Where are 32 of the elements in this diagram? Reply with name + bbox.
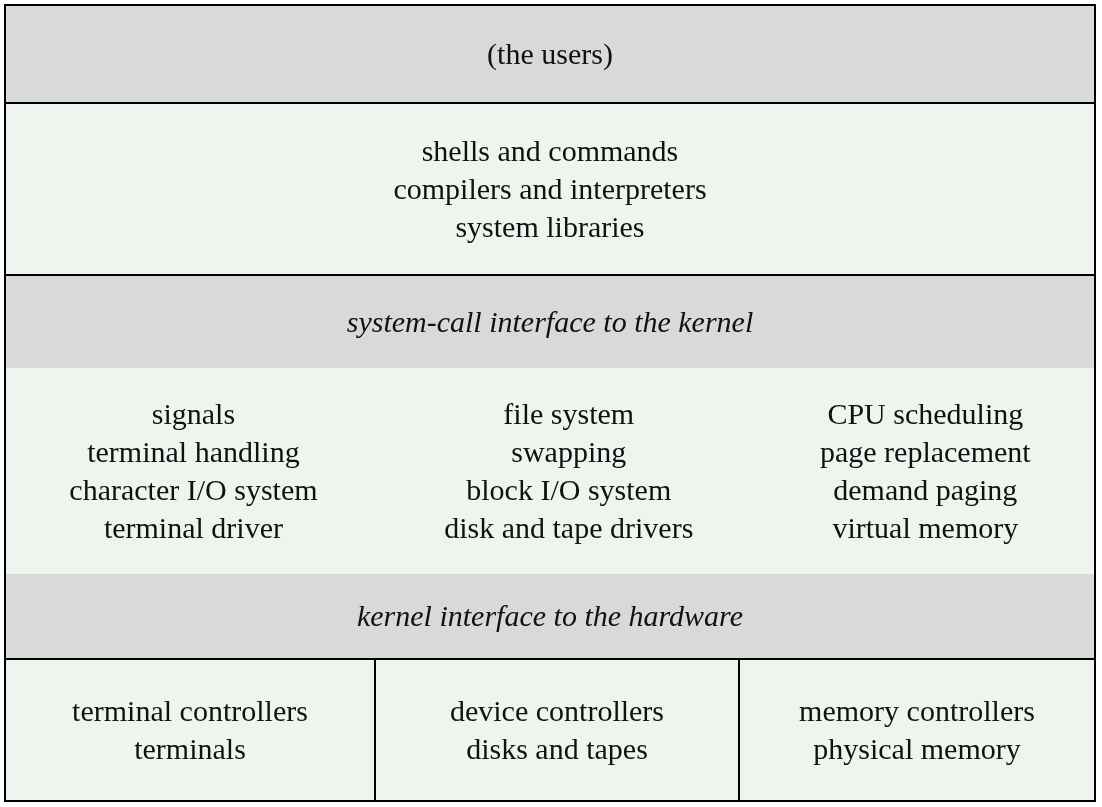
list-item: character I/O system (69, 472, 318, 508)
kernel-band (6, 368, 1094, 574)
list-item: terminal driver (103, 510, 283, 546)
list-item: virtual memory (832, 510, 1019, 546)
list-item: terminal controllers (72, 693, 308, 729)
list-item: block I/O system (466, 472, 672, 508)
list-item: physical memory (813, 731, 1021, 767)
layer-band (6, 104, 1094, 276)
list-item: terminals (134, 731, 246, 767)
interface-label: kernel interface to the hardware (357, 598, 743, 634)
interface-band (6, 574, 1094, 660)
list-item: CPU scheduling (827, 396, 1024, 432)
list-item: disk and tape drivers (444, 510, 694, 546)
list-item: disks and tapes (466, 731, 648, 767)
list-item: file system (503, 396, 635, 432)
layer-band (6, 6, 1094, 104)
list-item: device controllers (449, 693, 665, 729)
list-item: compilers and interpreters (393, 171, 707, 207)
interface-label: system-call interface to the kernel (346, 304, 754, 340)
hardware-box (740, 660, 1094, 800)
layer-label: (the users) (487, 36, 613, 72)
hardware-box (6, 660, 376, 800)
hardware-box (376, 660, 740, 800)
list-item: system libraries (455, 209, 645, 245)
list-item: demand paging (833, 472, 1018, 508)
list-item: shells and commands (421, 133, 679, 169)
list-item: terminal handling (87, 434, 300, 470)
interface-band (6, 276, 1094, 368)
list-item: memory controllers (799, 693, 1035, 729)
list-item: page replacement (819, 434, 1031, 470)
list-item: signals (151, 396, 236, 432)
list-item: swapping (511, 434, 627, 470)
